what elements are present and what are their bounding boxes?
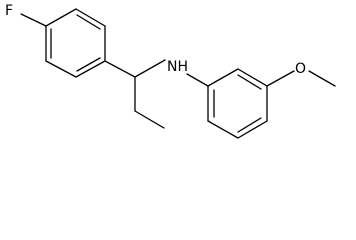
amine-label: NH: [167, 59, 188, 75]
methoxyphenyl-ring: [207, 68, 268, 139]
nh-to-ring2-bond: [186, 73, 209, 87]
fluorine-label: F: [5, 3, 13, 19]
ring2-inner-bond-3: [237, 74, 262, 90]
ring2-to-oxygen-bond: [266, 70, 295, 87]
ring1-inner-bond-1: [76, 14, 101, 30]
ring2-bond-3: [237, 120, 268, 139]
ring1-bond-3: [75, 60, 106, 78]
ring2-bond-2: [207, 120, 239, 139]
ring1-bond-1: [75, 8, 106, 27]
ring2-bond-5: [237, 68, 268, 87]
molecule-canvas: F NH O: [5, 3, 336, 139]
ring1-to-chiral-bond: [104, 60, 136, 78]
ring1-bond-4: [45, 60, 77, 78]
oxygen-to-methyl-bond: [308, 70, 336, 87]
oxygen-label: O: [295, 61, 306, 77]
chiral-to-nh-bond: [134, 59, 166, 78]
ch2-to-ch3-bond: [134, 110, 165, 129]
ring1-bond-6: [45, 8, 77, 27]
c-f-bond: [20, 13, 47, 27]
ring2-inner-bond-2: [237, 117, 262, 133]
molecule-structure: F NH O: [5, 3, 336, 139]
ring2-bond-6: [207, 68, 239, 87]
ring1-inner-bond-2: [76, 57, 101, 72]
fluorophenyl-ring: [45, 8, 106, 78]
